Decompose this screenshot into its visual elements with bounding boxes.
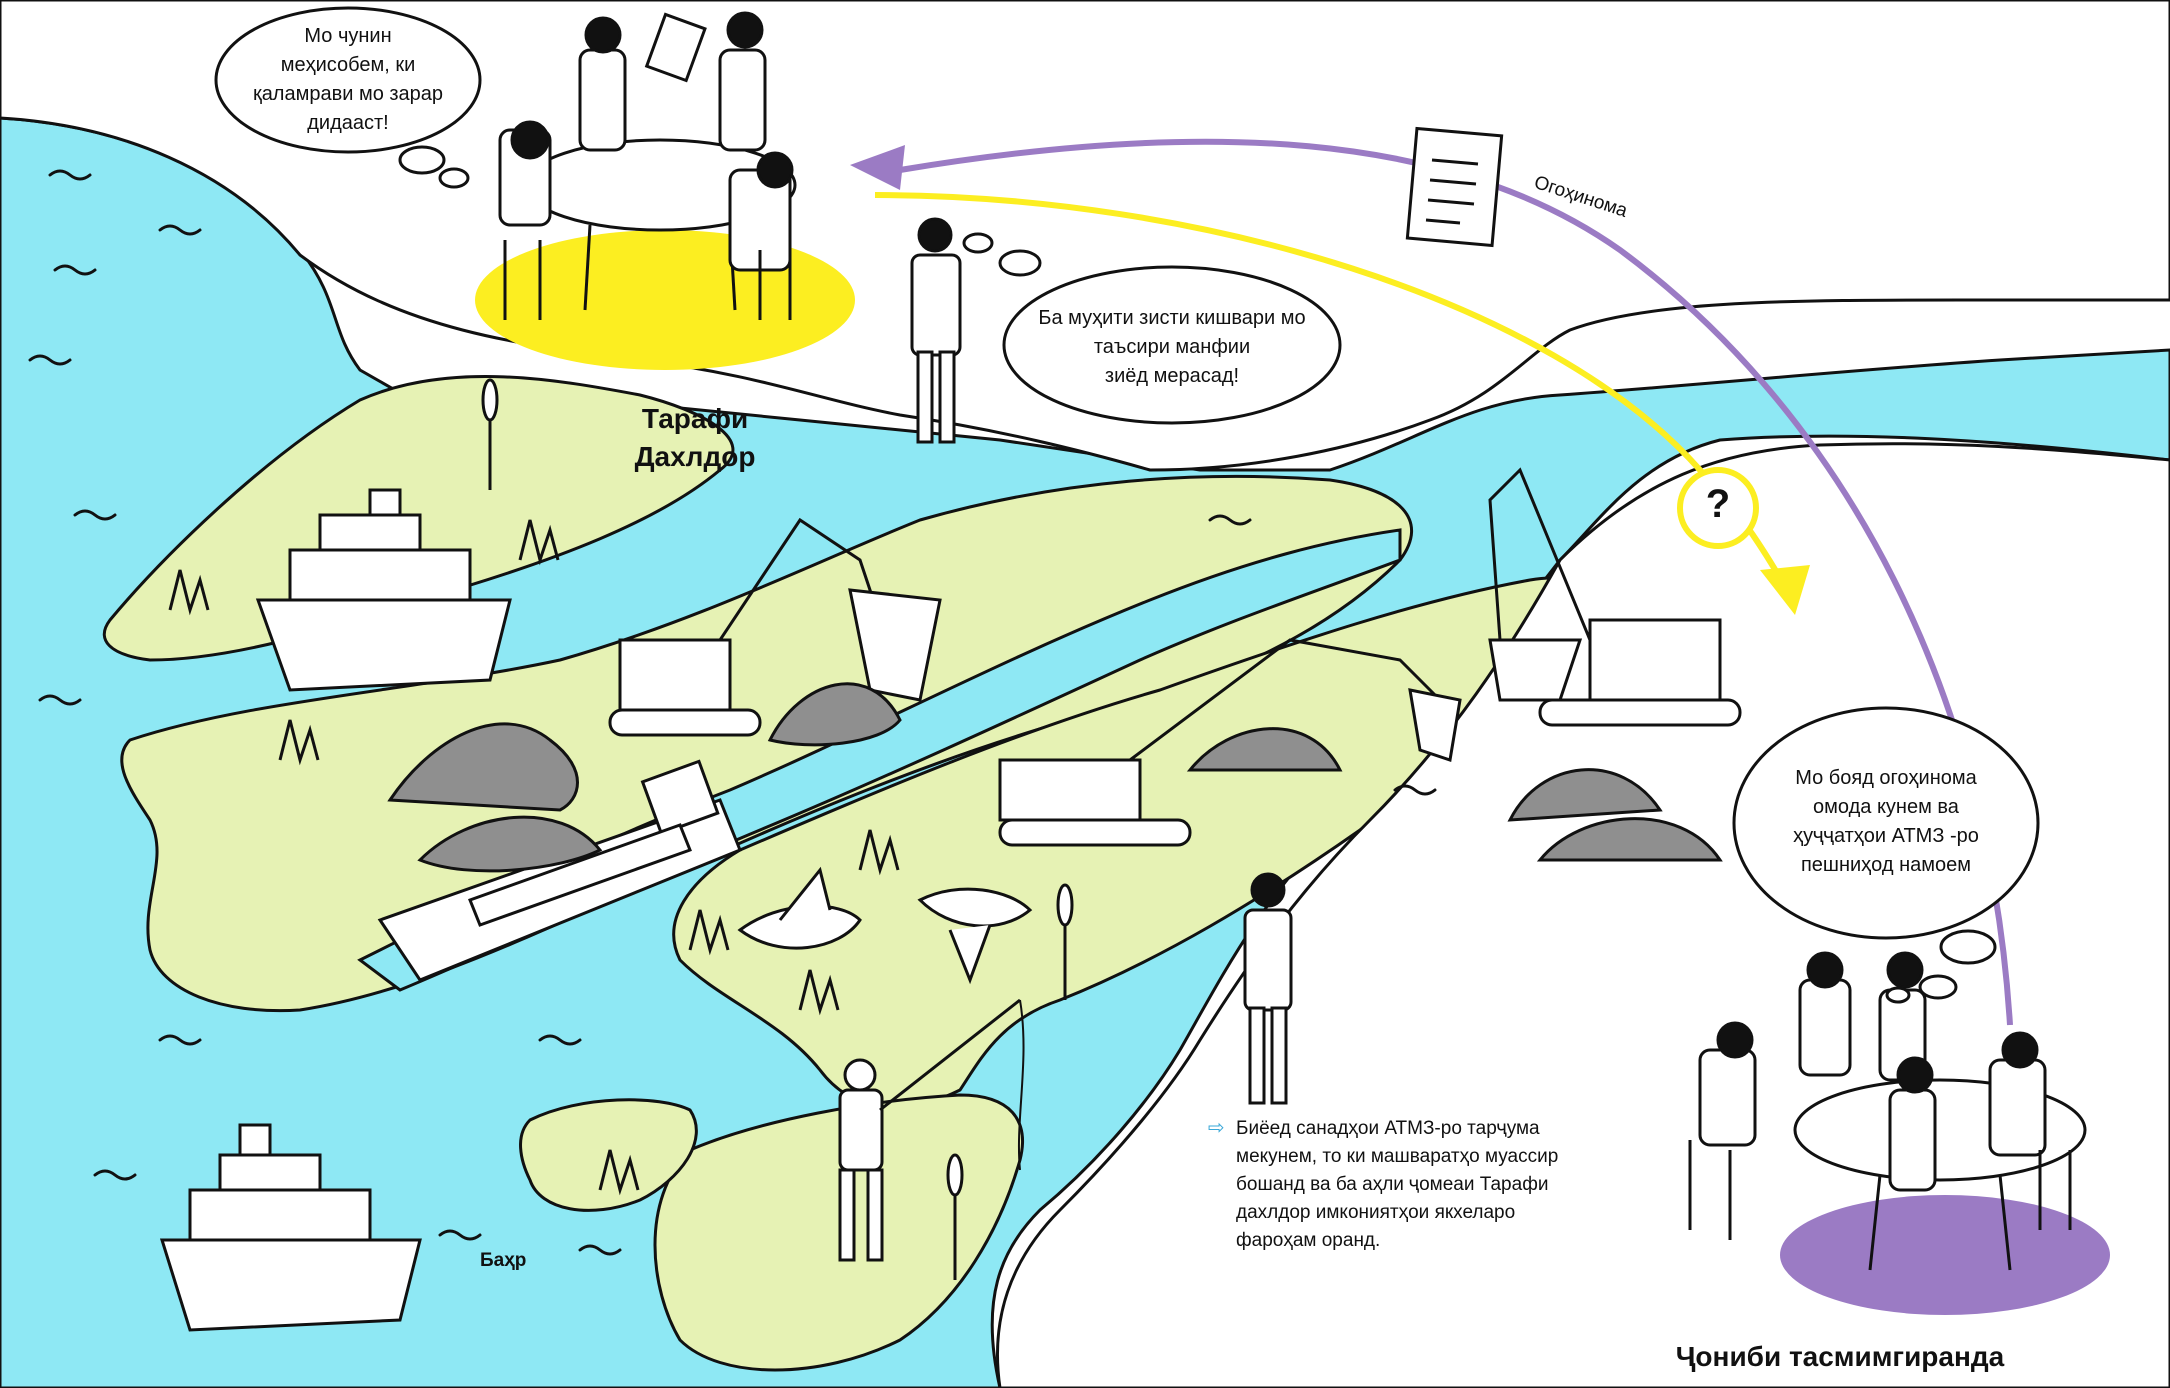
reed-plants [168, 378, 1074, 1280]
notice-document-icon [1405, 126, 1504, 248]
note-line: фароҳам оранд. [1236, 1230, 1381, 1251]
thought-dot [962, 232, 994, 254]
thought-line: Ба муҳити зисти кишвари мо [1038, 307, 1306, 329]
excavator-icon [1488, 467, 1742, 727]
decision-party-highlight [1780, 1195, 2110, 1315]
fisher-figure [838, 998, 1025, 1262]
decision-party-thought-bubble [1732, 706, 2040, 940]
thought-dot [438, 167, 470, 189]
citizen-thought-bubble [1002, 265, 1342, 425]
label-line: Дахлдор [634, 441, 756, 472]
rubble-pile [387, 682, 1723, 873]
affected-party-thought-text: Мо чунин меҳисобем, ки қаламрави мо зара… [216, 22, 480, 138]
affected-party-thought-bubble [214, 6, 482, 154]
thought-line: зиёд мерасад! [1104, 365, 1240, 387]
note-line: Биёед санадҳои АТМЗ-ро тарҷума [1236, 1118, 1540, 1139]
decision-party-label: Ҷониби тасмимгиранда [1675, 1341, 2005, 1372]
thought-line: пешниҳод намоем [1800, 854, 1972, 876]
question-circle [1677, 467, 1759, 549]
duck-icon [917, 887, 1033, 985]
thought-dot [998, 249, 1042, 277]
citizen-thought-text: Ба муҳити зисти кишвари мо таъсири манфи… [1004, 304, 1340, 391]
notice-arrowhead [850, 145, 905, 190]
thought-dot [398, 145, 446, 175]
note-line: дахлдор имкониятҳои якхеларо [1236, 1202, 1516, 1223]
sea-label: Баҳр [480, 1250, 527, 1271]
question-arrowhead [1760, 565, 1810, 615]
note-line: бошанд ва ба аҳли ҷомеаи Тарафи [1236, 1174, 1549, 1195]
thought-line: омода кунем ва [1813, 796, 1959, 818]
tanker-ship-icon [377, 759, 742, 982]
thought-line: Мо чунин [304, 25, 392, 47]
affected-party-meeting [498, 11, 797, 320]
decision-party-meeting [1688, 951, 2087, 1271]
question-mark: ? [1705, 482, 1731, 526]
ship-icon [159, 1123, 422, 1332]
thought-line: Мо бояд огоҳинома [1795, 767, 1977, 789]
thought-line: меҳисобем, ки [280, 54, 416, 76]
thought-dot [1939, 929, 1997, 965]
decision-party-thought-text: Мо бояд огоҳинома омода кунем ва ҳуҷҷатҳ… [1734, 764, 2038, 880]
thought-line: қаламрави мо зарар [252, 83, 444, 105]
affected-party-label: Тарафи Дахлдор [580, 400, 810, 476]
ship-icon [255, 488, 512, 692]
wave-marks [28, 169, 1437, 1256]
affected-party-highlight [475, 230, 855, 370]
label-line: Тарафи [641, 403, 749, 434]
observer-figure [1243, 872, 1293, 1105]
citizen-figure [910, 217, 962, 444]
thought-dot [1885, 986, 1911, 1004]
duck-icon [737, 866, 862, 950]
note-text: Биёед санадҳои АТМЗ-ро тарҷума мекунем, … [1236, 1115, 1616, 1255]
note-line: мекунем, то ки машваратҳо муассир [1236, 1146, 1559, 1167]
excavator-icon [608, 517, 942, 737]
thought-line: ҳуҷҷатҳои АТМЗ -ро [1793, 825, 1979, 847]
note-arrow-icon: ⇨ [1208, 1115, 1225, 1139]
excavator-icon [998, 638, 1462, 847]
thought-line: дидааст! [307, 112, 389, 134]
thought-dot [1918, 974, 1958, 1000]
thought-line: таъсири манфии [1093, 336, 1251, 358]
